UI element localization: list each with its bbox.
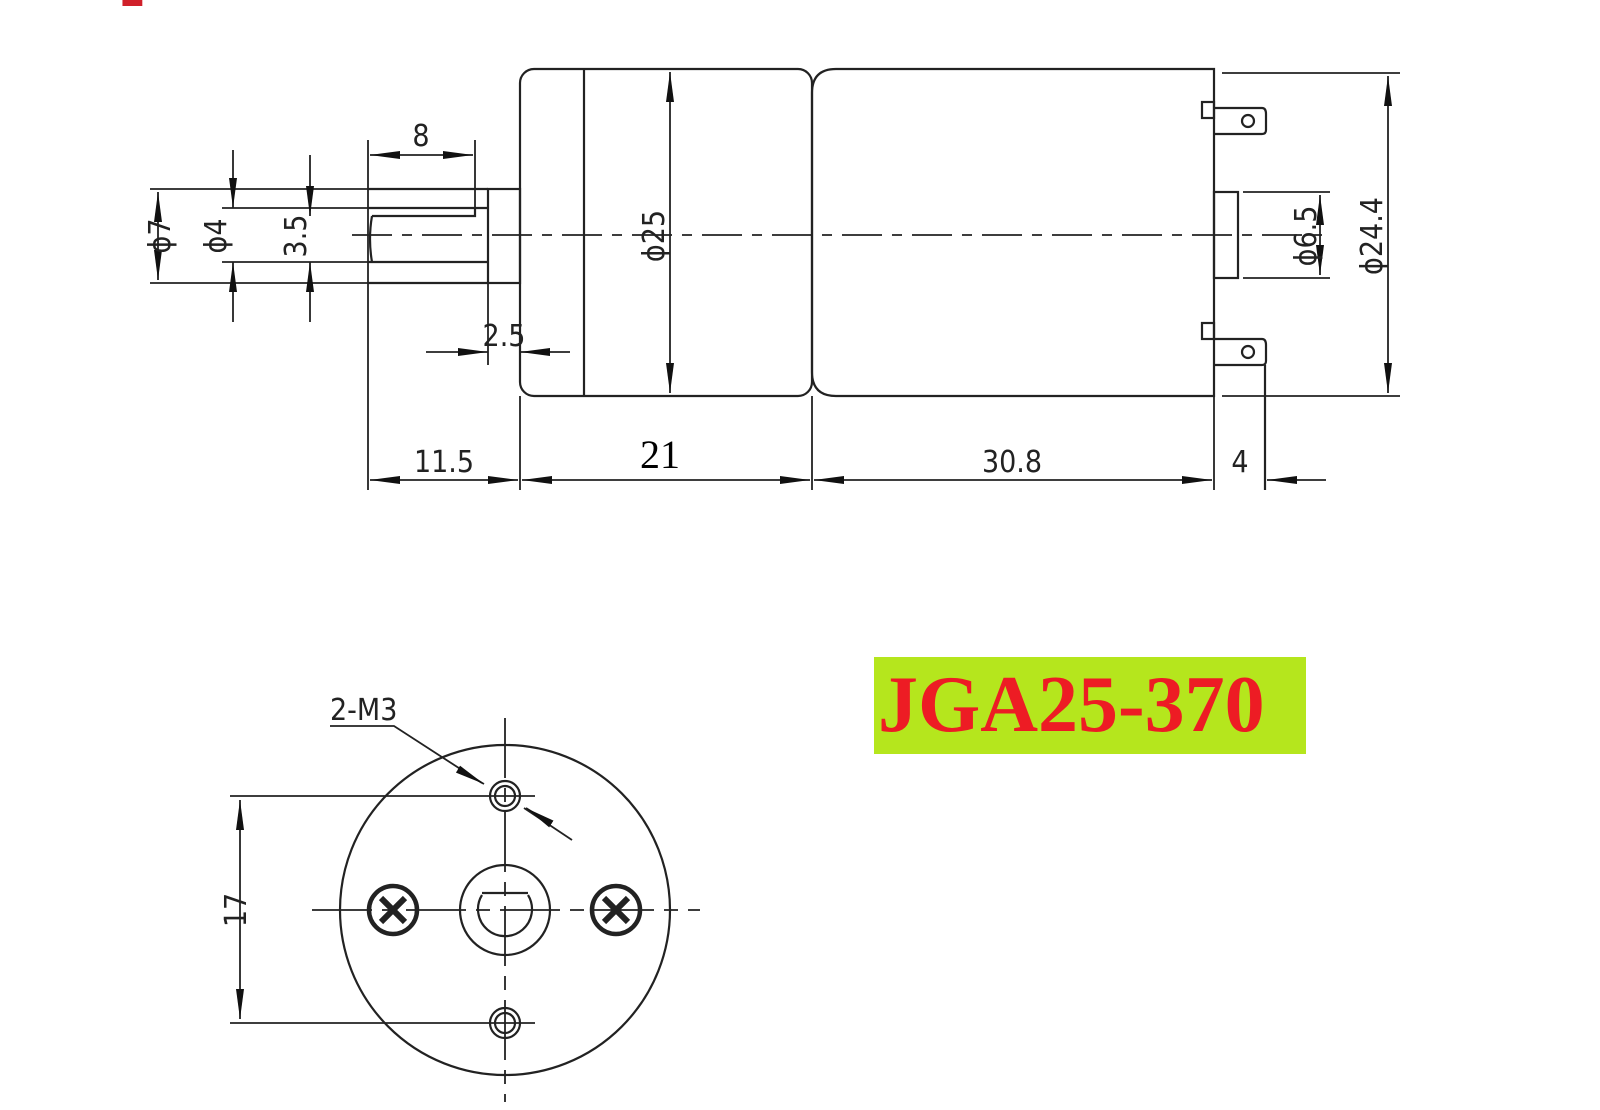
side-dimensions [150, 72, 1400, 490]
model-label: JGA25-370 [874, 657, 1306, 754]
terminal-bottom [1200, 321, 1268, 490]
terminal-top [1200, 100, 1268, 136]
dim-d-flat: 3.5 [279, 215, 314, 258]
dim-collar-thickness: 2.5 [483, 319, 526, 354]
front-dimensions [230, 718, 700, 1102]
dim-gearbox-dia: ϕ25 [637, 210, 672, 262]
dim-mount-holes: 2-M3 [330, 693, 397, 728]
dim-shaft-length: 11.5 [414, 445, 474, 480]
dim-hole-spacing: 17 [219, 893, 254, 927]
dim-motor-boss-dia: ϕ6.5 [1289, 206, 1324, 267]
clipped-header-text: ▬ ˏ ˎ ˏ ˎ ˏ ˎ ˏ ˎ ˏ [120, 0, 336, 6]
dim-d-shaft-dia: ϕ4 [199, 219, 234, 254]
dim-shaft-dia: ϕ7 [143, 219, 178, 254]
side-view [352, 67, 1325, 490]
dim-motor-dia: ϕ24.4 [1355, 197, 1390, 275]
dim-terminal-length: 4 [1231, 445, 1248, 480]
dim-flat-length: 8 [412, 119, 429, 154]
shaft-collar [486, 187, 522, 285]
dim-motor-length: 30.8 [982, 445, 1042, 480]
dim-gearbox-length: 21 [640, 432, 680, 477]
motor-body [810, 67, 1216, 398]
